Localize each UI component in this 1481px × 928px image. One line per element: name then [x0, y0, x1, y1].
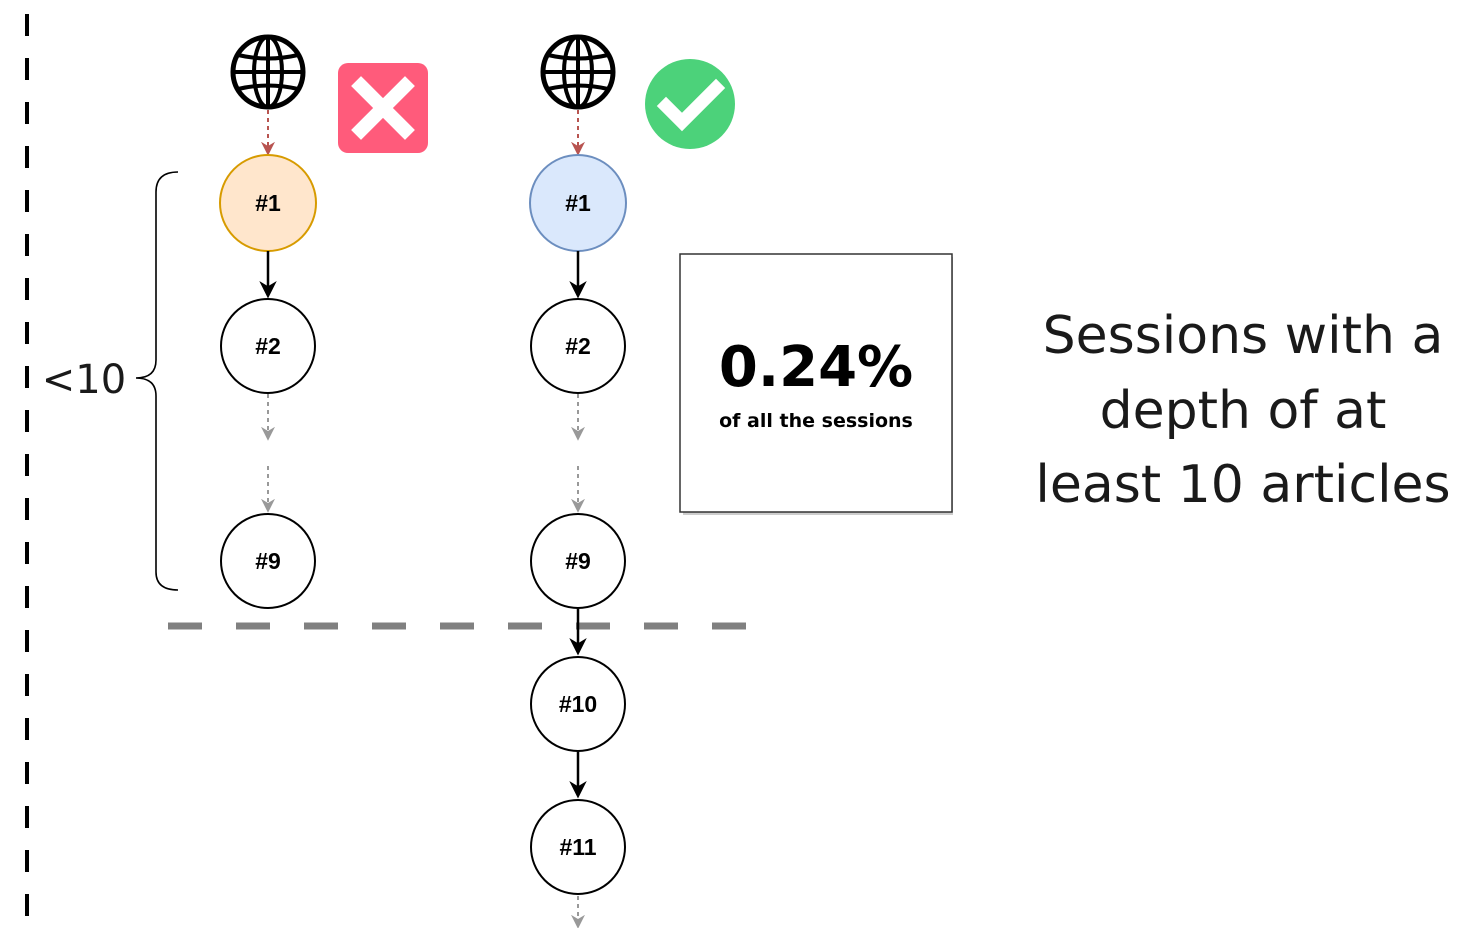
node-right-9: #9	[530, 513, 626, 609]
node-left-1: #1	[219, 154, 317, 252]
brace-label: <10	[42, 357, 126, 403]
stat-box: 0.24% of all the sessions	[679, 253, 953, 515]
node-label: #11	[559, 834, 596, 860]
range-brace	[135, 171, 179, 591]
cross-icon	[338, 63, 428, 153]
checkmark-icon	[645, 59, 735, 149]
description-line-1: Sessions with a	[1043, 306, 1444, 366]
node-left-9: #9	[220, 513, 316, 609]
description-line-2: depth of at	[1100, 381, 1387, 441]
node-right-2: #2	[530, 298, 626, 394]
node-label: #1	[565, 190, 591, 216]
node-right-11: #11	[530, 799, 626, 895]
node-label: #1	[255, 190, 281, 216]
node-label: #2	[255, 333, 281, 359]
stat-caption: of all the sessions	[719, 410, 913, 432]
stat-value: 0.24%	[719, 335, 913, 400]
node-right-1: #1	[529, 154, 627, 252]
node-label: #9	[255, 548, 281, 574]
node-label: #2	[565, 333, 591, 359]
node-left-2: #2	[220, 298, 316, 394]
node-right-10: #10	[530, 656, 626, 752]
globe-icon	[230, 34, 306, 110]
node-label: #10	[559, 691, 597, 717]
node-label: #9	[565, 548, 591, 574]
globe-icon	[540, 34, 616, 110]
description-line-3: least 10 articles	[1035, 455, 1450, 515]
